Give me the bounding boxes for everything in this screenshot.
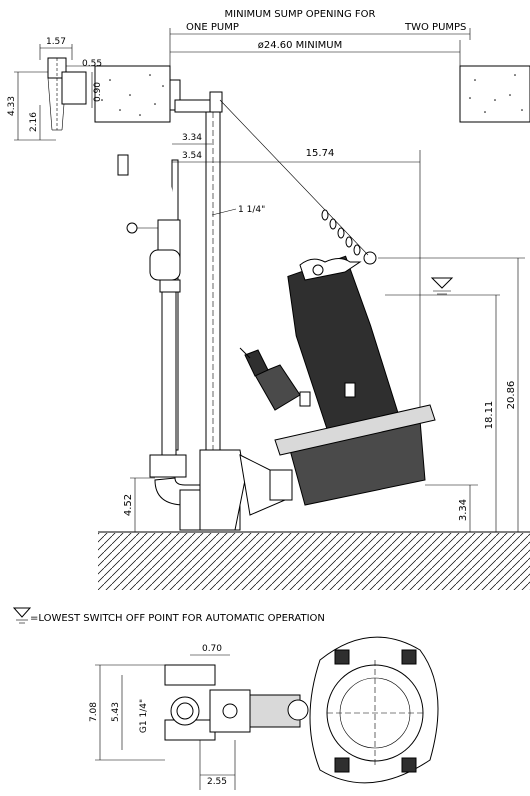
- dim-0-90: 0.90: [93, 82, 103, 102]
- plan-view: [95, 636, 439, 790]
- sump-opening-dimension-lines: [169, 28, 471, 66]
- one-pump-label: ONE PUMP: [186, 22, 239, 33]
- dim-2-16: 2.16: [29, 112, 39, 132]
- g-thread-label: G1 1/4": [139, 699, 149, 733]
- right-dimension-lines: [378, 257, 525, 532]
- lifting-chain: [219, 99, 369, 256]
- dim-15-74: 15.74: [306, 148, 335, 159]
- dim-4-52: 4.52: [123, 494, 134, 516]
- switch-off-symbol: [12, 607, 32, 624]
- dim-3-34-top: 3.34: [182, 133, 202, 143]
- sump-floor: [98, 531, 530, 590]
- dim-18-11: 18.11: [484, 401, 495, 430]
- rail-bracket-detail: [14, 44, 100, 141]
- dim-2-55: 2.55: [207, 777, 227, 787]
- sump-cover-slab: [94, 65, 530, 123]
- base-elbow: [199, 449, 293, 531]
- water-level-symbol: [385, 277, 500, 296]
- dim-0-70: 0.70: [202, 644, 222, 654]
- pump-body: [239, 251, 436, 506]
- dim-0-55: 0.55: [82, 59, 102, 69]
- top-dimension-lines: [172, 143, 421, 430]
- minimum-sump-opening-label: MINIMUM SUMP OPENING FOR: [225, 9, 376, 20]
- left-dimension-452: [130, 477, 155, 532]
- pipe-size-label: 1 1/4": [238, 205, 265, 215]
- dim-7-08: 7.08: [89, 702, 99, 722]
- dim-3-54: 3.54: [182, 151, 202, 161]
- dim-4-33: 4.33: [7, 96, 17, 116]
- pipe-size-leader: [211, 208, 237, 216]
- dim-3-34-bottom: 3.34: [458, 499, 469, 521]
- dim-5-43: 5.43: [111, 702, 121, 722]
- min-diameter-label: ø24.60 MINIMUM: [258, 40, 343, 51]
- switch-off-note: =LOWEST SWITCH OFF POINT FOR AUTOMATIC O…: [30, 613, 325, 624]
- dim-20-86: 20.86: [506, 381, 517, 410]
- two-pumps-label: TWO PUMPS: [404, 22, 466, 33]
- dim-1-57: 1.57: [46, 37, 66, 47]
